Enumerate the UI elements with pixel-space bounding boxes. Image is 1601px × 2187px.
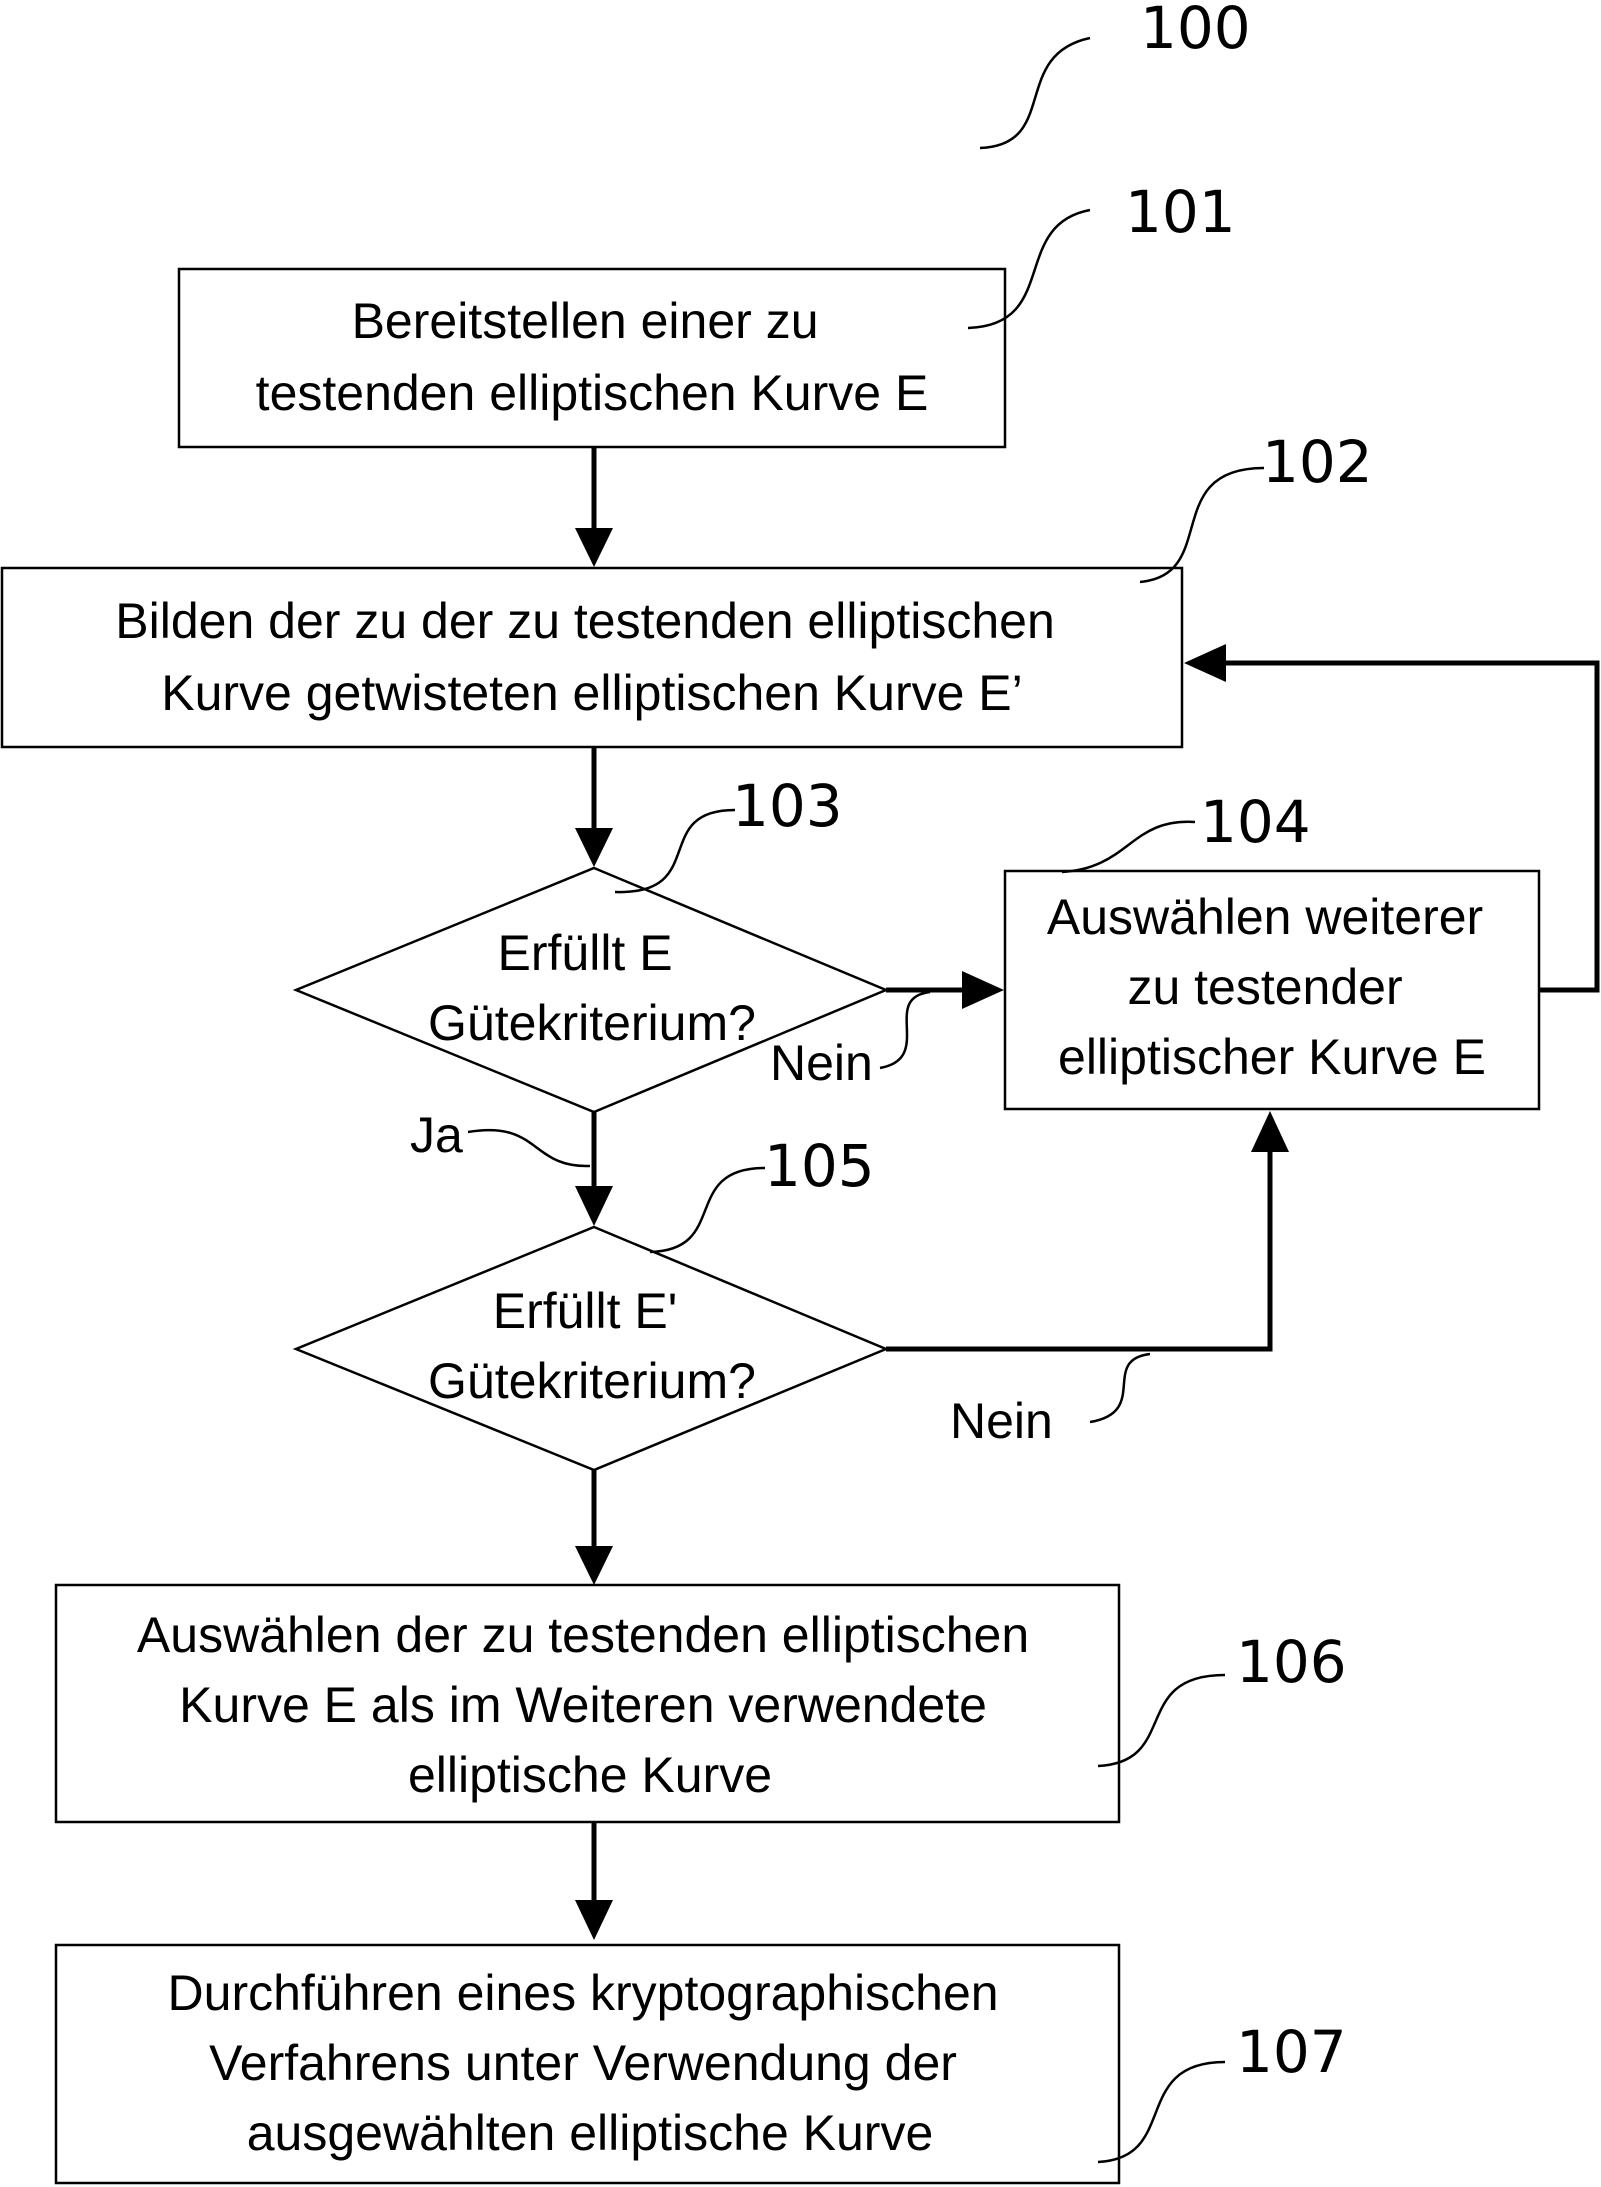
step-106-box [54,1583,1121,1824]
figure-ref-leader [979,36,1091,150]
edge-105-no-leader [1089,1352,1151,1424]
arrow-104-102 [1226,660,1600,993]
decision-105-diamond [292,1225,890,1472]
decision-105-leader [649,1166,766,1254]
decision-103-text: Erfüllt E Gütekriterium? [428,925,756,1051]
step-107-box [54,1943,1121,2185]
step-106-ref: 106 [1236,1628,1347,1696]
decision-105-text: Erfüllt E' Gütekriterium? [428,1283,756,1409]
step-102-text: Bilden der zu der zu testenden elliptisc… [115,593,1068,721]
decision-103-ref: 103 [732,772,843,840]
arrowhead-105-106 [575,1546,613,1585]
step-107-ref: 107 [1236,2018,1347,2086]
step-106-text: Auswählen der zu testenden elliptischen … [137,1607,1043,1803]
decision-105-ref: 105 [764,1132,875,1200]
step-101-ref: 101 [1125,178,1236,246]
step-106-leader [1097,1673,1226,1768]
step-102-box [0,566,1184,749]
arrowhead-104-102 [1184,644,1226,682]
step-101-leader [967,208,1091,330]
arrow-105-104 [886,1152,1273,1352]
step-107-text: Durchführen eines kryptographischen Verf… [168,1965,1013,2161]
edge-103-no-label: Nein [770,1035,873,1091]
edge-103-yes-label: Ja [410,1107,463,1163]
edge-105-no-label: Nein [950,1393,1053,1449]
step-102-leader [1139,466,1265,584]
step-104-leader [1061,820,1196,874]
arrowhead-103-105 [575,1186,613,1226]
arrowhead-103-104 [962,971,1004,1009]
step-101-box [177,267,1007,449]
arrowhead-101-102 [575,528,613,567]
arrowhead-106-107 [575,1900,613,1940]
decision-103-leader [614,808,736,894]
step-104-ref: 104 [1200,788,1311,856]
step-104-box [1003,869,1541,1111]
step-104-text: Auswählen weiterer zu testender elliptis… [1047,889,1497,1085]
step-102-ref: 102 [1262,428,1373,496]
arrowhead-102-103 [575,828,613,867]
figure-ref-label: 100 [1140,0,1251,62]
edge-103-yes-leader [467,1128,591,1168]
step-101-text: Bereitstellen einer zu testenden ellipti… [256,293,929,421]
step-107-leader [1097,2060,1226,2164]
arrowhead-105-104 [1251,1111,1289,1152]
edge-103-no-leader [879,990,931,1070]
